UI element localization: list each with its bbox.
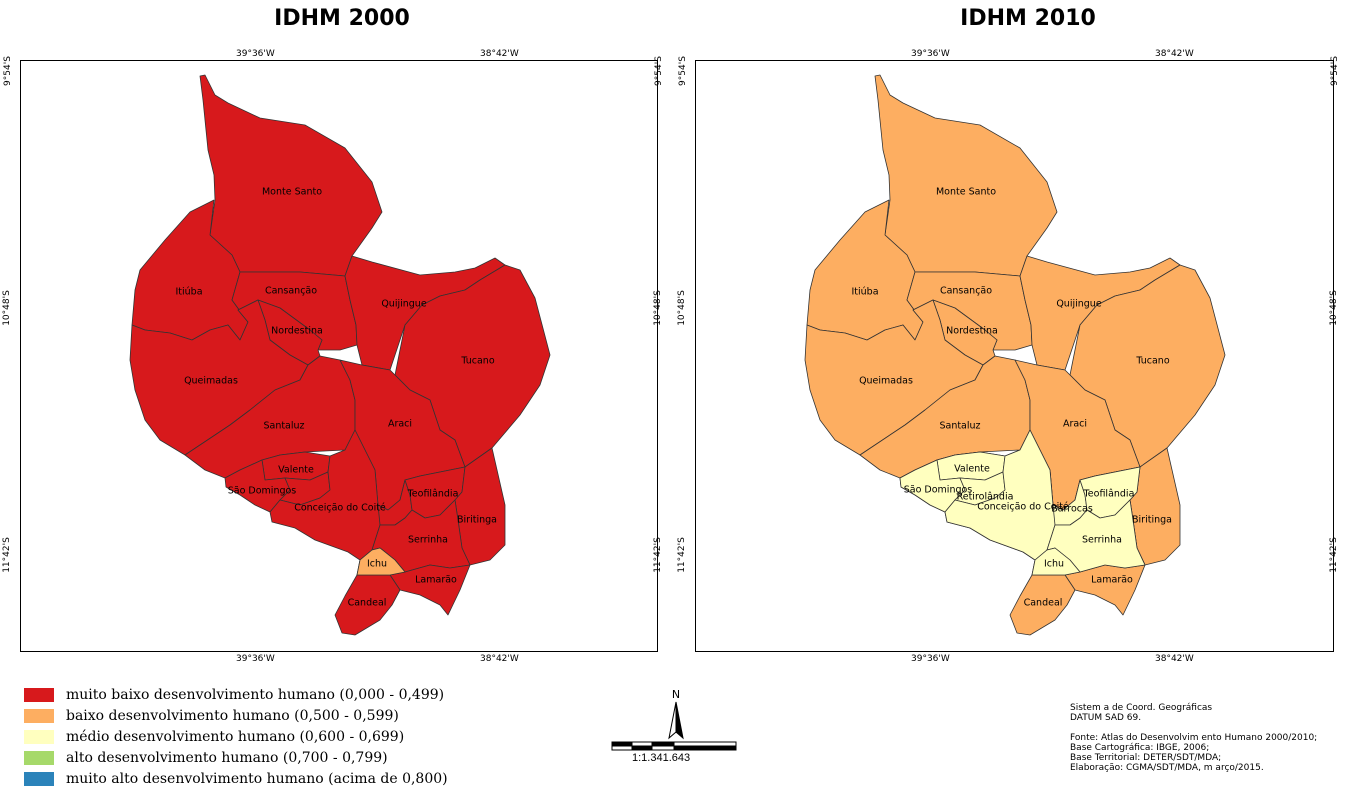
label-sao-domingos: São Domingos [903, 484, 973, 496]
label-conceicao: Conceição do Coité [977, 501, 1069, 513]
credits-line [1070, 723, 1317, 733]
map-2000 [129, 74, 551, 636]
muni-ichu-2000 [356, 547, 406, 576]
coord-bottom-1: 39°36'W [911, 654, 950, 664]
label-itiuba: Itiúba [851, 286, 879, 298]
coord-bottom-1: 39°36'W [236, 654, 275, 664]
label-tucano: Tucano [1136, 355, 1170, 367]
legend-item: baixo desenvolvimento humano (0,500 - 0,… [24, 705, 448, 726]
label-teofilandia: Teofilândia [407, 488, 459, 500]
legend-label: alto desenvolvimento humano (0,700 - 0,7… [66, 749, 388, 766]
credits-line: DATUM SAD 69. [1070, 713, 1142, 723]
coord-top-1: 39°36'W [236, 49, 275, 59]
map-2010 [804, 74, 1226, 636]
legend: muito baixo desenvolvimento humano (0,00… [24, 684, 448, 789]
label-lamarao: Lamarão [1091, 574, 1133, 586]
legend-label: baixo desenvolvimento humano (0,500 - 0,… [66, 707, 399, 724]
map-title-2000: IDHM 2000 [274, 6, 410, 31]
coord-bottom-2: 38°42'W [1155, 654, 1194, 664]
legend-label: muito baixo desenvolvimento humano (0,00… [66, 686, 445, 703]
legend-item: muito baixo desenvolvimento humano (0,00… [24, 684, 448, 705]
label-ichu: Ichu [366, 558, 388, 570]
map-title-2010: IDHM 2010 [960, 6, 1096, 31]
label-biritinga: Biritinga [457, 514, 497, 526]
label-monte-santo: Monte Santo [261, 186, 323, 198]
credits-line: Sistem a de Coord. Geográficas [1070, 703, 1213, 713]
label-queimadas: Queimadas [184, 375, 238, 387]
label-cansancao: Cansanção [939, 285, 993, 297]
legend-item: médio desenvolvimento humano (0,600 - 0,… [24, 726, 448, 747]
label-candeal: Candeal [1023, 597, 1063, 609]
scale-bar [611, 741, 737, 751]
credits: Sistem a de Coord. Geográficas DATUM SAD… [1070, 703, 1317, 773]
legend-swatch [24, 708, 54, 723]
credits-line: Elaboração: CGMA/SDT/MDA, m arço/2015. [1070, 763, 1264, 773]
legend-swatch [24, 750, 54, 765]
credits-line: Base Territorial: DETER/SDT/MDA; [1070, 753, 1222, 763]
legend-item: muito alto desenvolvimento humano (acima… [24, 768, 448, 789]
label-monte-santo: Monte Santo [935, 186, 997, 198]
label-nordestina: Nordestina [946, 325, 998, 337]
legend-swatch [24, 771, 54, 786]
north-arrow-icon [668, 701, 684, 740]
label-ichu: Ichu [1043, 558, 1065, 570]
label-quijingue: Quijingue [381, 298, 427, 310]
label-itiuba: Itiúba [175, 286, 203, 298]
north-label: N [671, 688, 681, 701]
label-lamarao: Lamarão [415, 574, 457, 586]
legend-label: médio desenvolvimento humano (0,600 - 0,… [66, 728, 405, 745]
label-nordestina: Nordestina [271, 325, 323, 337]
label-valente: Valente [278, 464, 314, 476]
legend-swatch [24, 729, 54, 744]
label-valente: Valente [954, 463, 990, 475]
label-santaluz: Santaluz [939, 420, 981, 432]
label-quijingue: Quijingue [1056, 298, 1102, 310]
label-santaluz: Santaluz [263, 420, 305, 432]
legend-swatch [24, 687, 54, 702]
muni-ichu-2010 [1031, 547, 1081, 576]
label-candeal: Candeal [347, 597, 387, 609]
label-barrocas: Barrocas [1051, 503, 1093, 515]
label-tucano: Tucano [461, 355, 495, 367]
label-queimadas: Queimadas [859, 375, 913, 387]
scale-label: 1:1.341.643 [632, 752, 691, 764]
coord-top-2: 38°42'W [1155, 49, 1194, 59]
label-retirolandia: Retirolândia [956, 491, 1014, 503]
legend-label: muito alto desenvolvimento humano (acima… [66, 770, 448, 787]
credits-line: Base Cartográfica: IBGE, 2006; [1070, 743, 1210, 753]
label-biritinga: Biritinga [1132, 514, 1172, 526]
credits-line: Fonte: Atlas do Desenvolvim ento Humano … [1070, 733, 1318, 743]
label-araci: Araci [387, 418, 413, 430]
label-araci: Araci [1062, 418, 1088, 430]
label-serrinha: Serrinha [407, 534, 449, 546]
coord-top-2: 38°42'W [480, 49, 519, 59]
legend-item: alto desenvolvimento humano (0,700 - 0,7… [24, 747, 448, 768]
label-conceicao: Conceição do Coité [294, 502, 386, 514]
label-sao-domingos: São Domingos [227, 485, 297, 497]
label-teofilandia: Teofilândia [1083, 488, 1135, 500]
label-serrinha: Serrinha [1081, 534, 1123, 546]
label-cansancao: Cansanção [264, 285, 318, 297]
coord-top-1: 39°36'W [911, 49, 950, 59]
coord-bottom-2: 38°42'W [480, 654, 519, 664]
